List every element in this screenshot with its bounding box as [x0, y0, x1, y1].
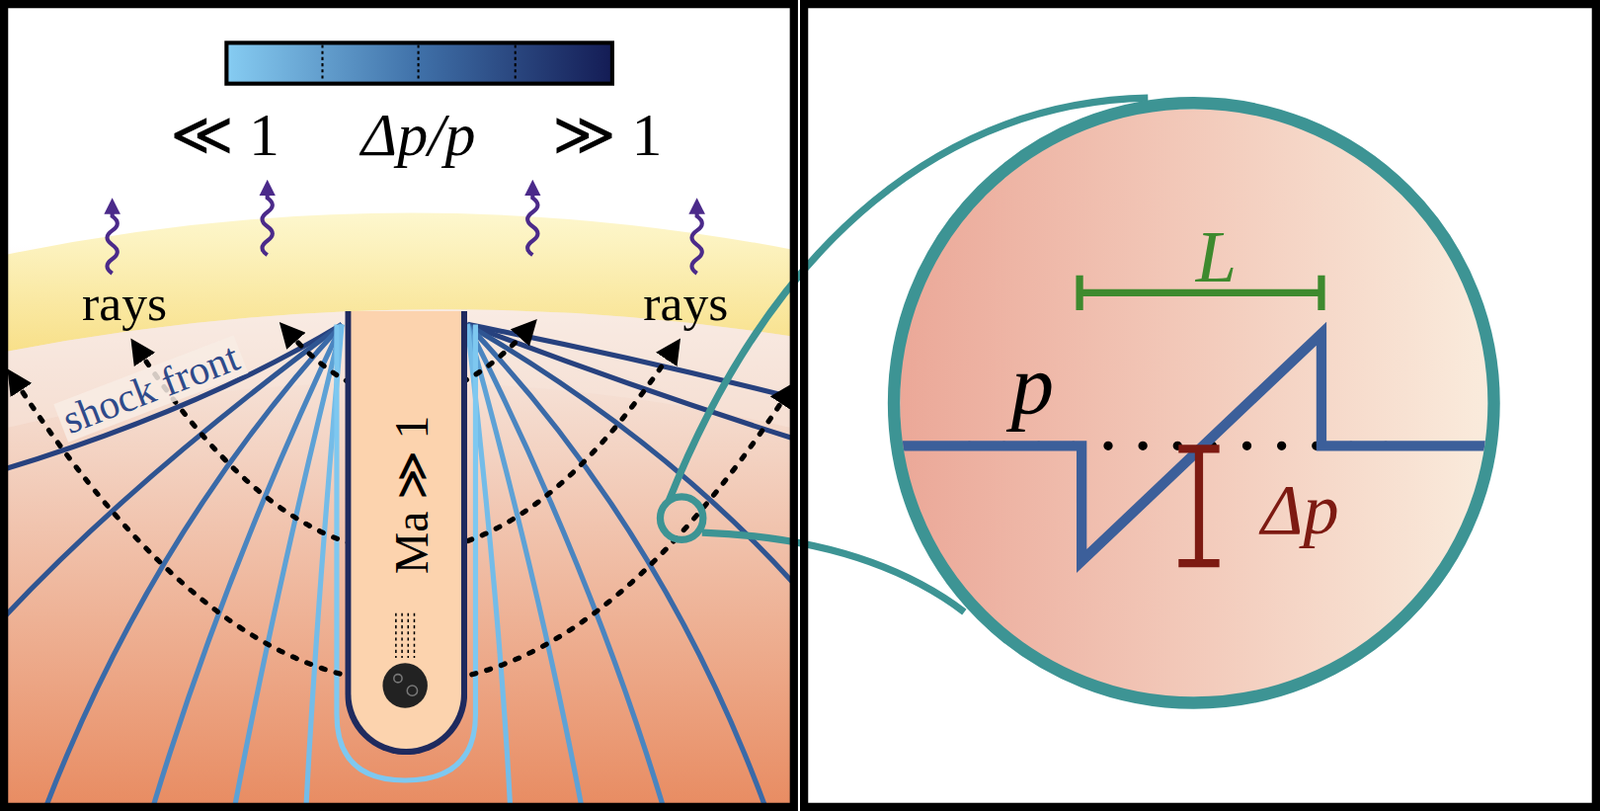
length-label: L: [1196, 220, 1237, 294]
colorbar-min: ≪ 1: [169, 103, 281, 165]
mach-label: Ma ≫ 1: [389, 415, 437, 574]
colorbar-title: Δp/p: [361, 103, 477, 165]
tube-region: Ma ≫ 1: [344, 311, 468, 755]
colorbar-max: ≫ 1: [552, 103, 663, 165]
rays-label: rays: [81, 277, 167, 329]
pressure-jump-label: Δp: [1261, 474, 1340, 546]
sawtooth-profile: [899, 108, 1488, 697]
pressure-label: p: [1011, 341, 1054, 428]
zoom-circle: LpΔp: [887, 96, 1501, 710]
rays-label: rays: [642, 277, 728, 329]
